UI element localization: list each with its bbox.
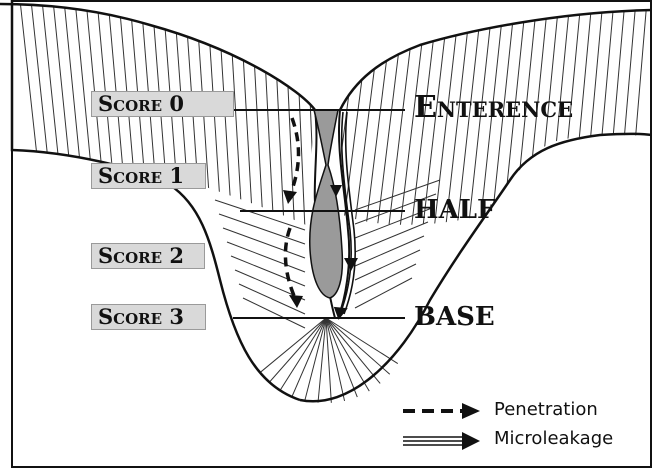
slope-rod-line (230, 255, 306, 287)
fissure-base-rod-line (325, 317, 399, 364)
fissure-base-rod-line (317, 317, 327, 403)
score-2-label: Score 2 (91, 243, 205, 269)
slope-rod-line (354, 249, 421, 281)
enamel-rod-line (456, 0, 483, 225)
left-cusp-surface (0, 2, 316, 111)
figure-frame (11, 0, 652, 468)
slope-rod-line (354, 263, 417, 295)
legend-microleakage-arrowhead (462, 432, 480, 450)
enamel-rod-line (615, 0, 637, 225)
enamel-rod-line (239, 0, 254, 225)
slope-rod-line (354, 277, 413, 309)
left-dentin-outline (10, 0, 301, 402)
enamel-rod-line (433, 0, 461, 225)
enamel-rod-line (604, 0, 626, 225)
score-1-label: Score 1 (91, 163, 206, 189)
fissure-base-rod-line (269, 317, 327, 383)
right-cusp-surface (338, 8, 652, 111)
enamel-rod-line (444, 0, 472, 225)
slope-rod-line (218, 213, 306, 245)
slope-rod-line (238, 283, 306, 315)
fissure-base-rod-line (325, 317, 381, 384)
slope-rod-line (214, 199, 306, 231)
right-dentin-outline (299, 132, 652, 403)
legend-microleakage-label: Microleakage (494, 428, 614, 449)
fissure-base-rod-line (325, 317, 358, 398)
score-3-label: Score 3 (91, 304, 206, 330)
fissure-base-rod-line (325, 317, 370, 392)
microleakage-arrowhead-2 (344, 258, 358, 271)
microleakage-path-inner (343, 111, 356, 315)
slope-rod-line (242, 297, 306, 329)
enamel-rod-line (30, 0, 56, 225)
enamel-rod-line (479, 0, 505, 225)
slope-rod-line (354, 179, 441, 211)
fissure-base-rod-line (325, 317, 346, 402)
enamel-rod-line (41, 0, 67, 225)
score-0-label: Score 0 (91, 91, 234, 117)
enamel-rod-line (353, 0, 384, 225)
enamel-rod-line (467, 0, 494, 225)
slope-rod-line (222, 227, 306, 259)
enamel-rod-line (52, 0, 77, 225)
fissure-base-rod-line (325, 317, 332, 403)
fissure-base-rod-line (280, 317, 327, 391)
slope-rod-line (226, 241, 306, 273)
enamel-rod-line (627, 0, 648, 225)
slope-rod-line (354, 207, 433, 239)
microleakage-path-outer (339, 111, 352, 315)
penetration-arrow-1 (288, 117, 301, 196)
enamel-rod-line (570, 0, 593, 225)
enamel-rod-line (261, 0, 275, 225)
fissure-base-rod-line (260, 317, 327, 373)
enamel-rod-line (376, 0, 406, 225)
fissure-base-hatching (214, 179, 441, 403)
microleakage-arrowhead-1 (330, 185, 342, 197)
legend-penetration-arrowhead (462, 403, 480, 419)
base-label: BASE (414, 302, 495, 332)
slope-rod-line (354, 235, 425, 267)
fissure-base-rod-line (291, 317, 327, 397)
enamel-rod-line (387, 0, 417, 225)
enamel-rod-line (272, 0, 285, 225)
microleakage-arrowhead-3 (333, 306, 348, 320)
half-label: HALF (414, 195, 496, 225)
enamel-rod-line (19, 0, 46, 225)
entrance-label: Enterence (414, 90, 574, 125)
slope-rod-line (354, 221, 429, 253)
penetration-arrow-2 (283, 227, 297, 299)
penetration-arrowhead-1 (283, 190, 297, 204)
fissure-right-wall (337, 109, 351, 319)
enamel-rod-line (294, 0, 306, 225)
enamel-rod-line (365, 0, 395, 225)
enamel-rod-line (490, 0, 516, 225)
enamel-rod-line (581, 0, 604, 225)
enamel-rod-line (593, 0, 615, 225)
fissure-base-rod-line (325, 317, 391, 375)
legend-penetration-label: Penetration (494, 399, 598, 420)
sealant-fill (308, 109, 344, 299)
slope-rod-line (354, 193, 437, 225)
enamel-rod-line (63, 0, 88, 225)
penetration-arrowhead-2 (289, 295, 303, 308)
fissure-base-rod-line (304, 317, 327, 401)
enamel-rod-line (250, 0, 264, 225)
